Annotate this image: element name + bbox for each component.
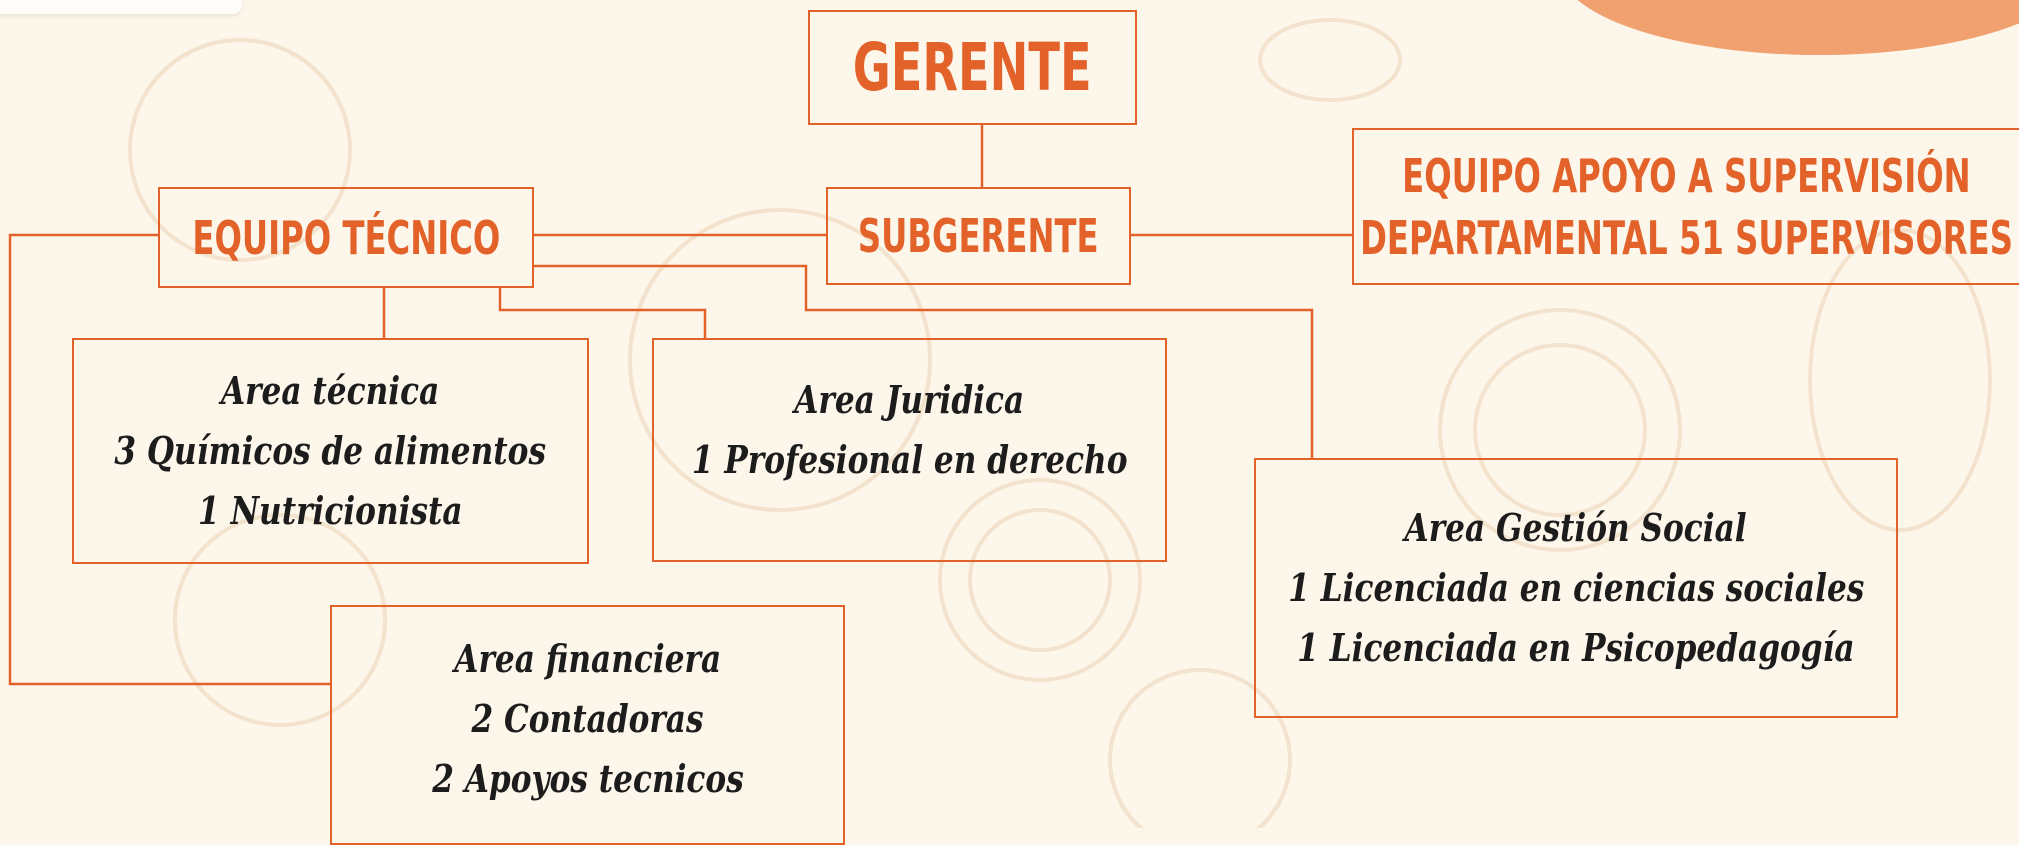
leaf-doodle [1258,18,1402,102]
corner-card [0,0,242,14]
large-fruit-doodle [628,208,932,512]
pear-doodle [1808,228,1992,532]
area-gestion-social-line-1: 1 Licenciada en ciencias sociales [1287,565,1865,610]
area-gestion-social-box: Area Gestión Social 1 Licenciada en cien… [1254,458,1898,718]
gerente-title: GERENTE [852,29,1092,106]
bottom-fruit-doodle [1108,668,1292,828]
equipo-tecnico-box: EQUIPO TÉCNICO [158,187,534,288]
connector-lines [8,125,1352,686]
area-financiera-box: Area financiera 2 Contadoras 2 Apoyos te… [330,605,845,845]
subgerente-box: SUBGERENTE [826,187,1131,285]
equipo-apoyo-box: EQUIPO APOYO A SUPERVISIÓN DEPARTAMENTAL… [1352,128,2019,285]
area-financiera-title: Area financiera [454,636,721,681]
area-juridica-title: Area Juridica [794,377,1025,422]
area-financiera-line-1: 2 Contadoras [471,696,704,741]
citrus-doodle [1438,308,1682,552]
subgerente-title: SUBGERENTE [858,209,1099,263]
equipo-apoyo-line2: DEPARTAMENTAL 51 SUPERVISORES [1360,210,2013,265]
area-tecnica-title: Area técnica [221,368,440,413]
area-tecnica-box: Area técnica 3 Químicos de alimentos 1 N… [72,338,589,564]
area-gestion-social-title: Area Gestión Social [1404,505,1748,550]
equipo-tecnico-financiera-connector [8,233,330,686]
area-juridica-box: Area Juridica 1 Profesional en derecho [652,338,1167,562]
area-juridica-line-1: 1 Profesional en derecho [691,437,1128,482]
background-doodles [128,18,1992,828]
equipo-tecnico-juridica-connector [498,288,707,338]
area-gestion-social-line-2: 1 Licenciada en Psicopedagogía [1297,625,1855,670]
equipo-tecnico-gestion-social-connector [534,264,1314,458]
orange-slice-doodle [938,478,1142,682]
citrus-inner-doodle [1473,343,1647,517]
area-tecnica-line-1: 3 Químicos de alimentos [114,428,547,473]
area-financiera-line-2: 2 Apoyos tecnicos [431,756,744,801]
fruit-doodle [173,513,387,727]
apple-doodle [128,38,352,262]
area-tecnica-line-2: 1 Nutricionista [198,488,463,533]
gerente-box: GERENTE [808,10,1137,125]
equipo-tecnico-title: EQUIPO TÉCNICO [192,210,500,265]
orange-slice-inner-doodle [968,508,1112,652]
equipo-apoyo-line1: EQUIPO APOYO A SUPERVISIÓN [1402,148,1971,203]
